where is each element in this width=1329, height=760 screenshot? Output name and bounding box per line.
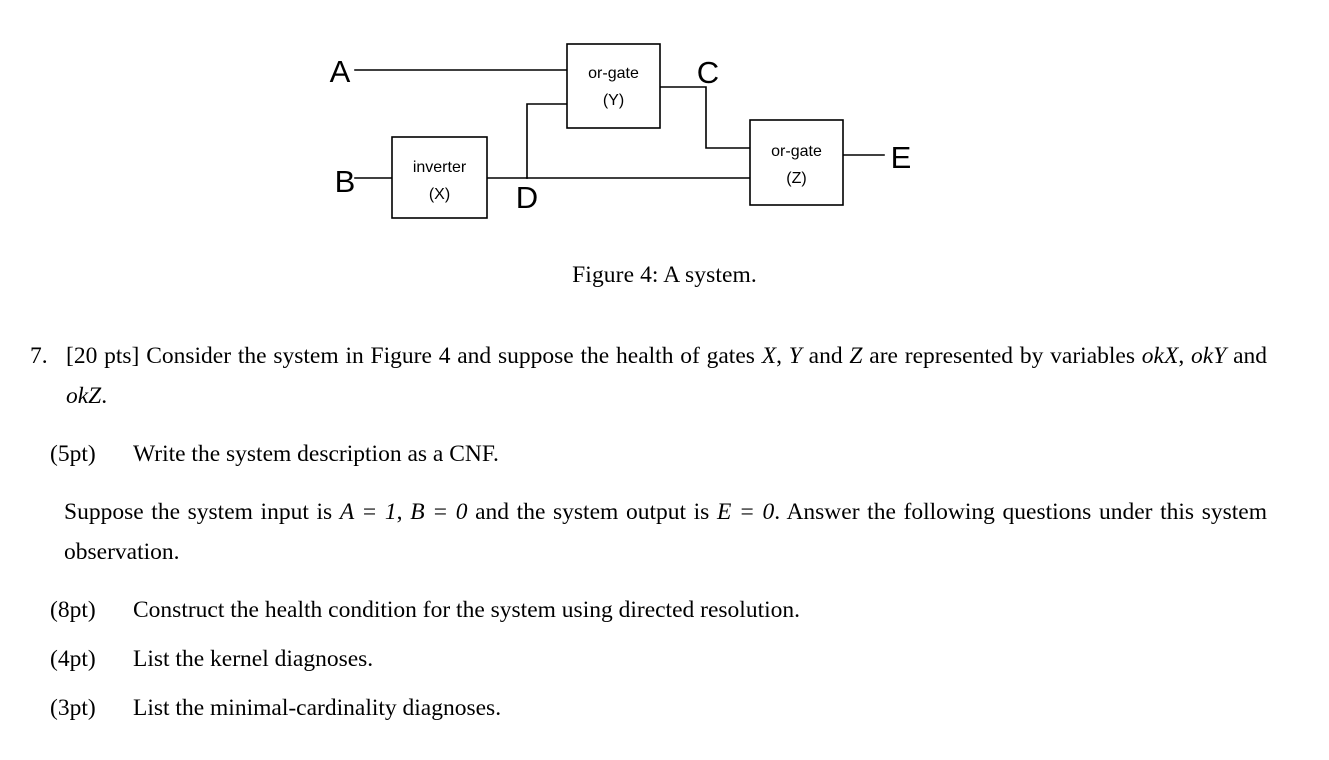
- part-text-8pt: Construct the health condition for the s…: [133, 597, 801, 623]
- part-text-4pt: List the kernel diagnoses.: [133, 646, 374, 672]
- figure-caption: Figure 4: A system.: [572, 262, 757, 288]
- gate-z-name-label: (Z): [786, 170, 806, 187]
- gate-box-z: [749, 119, 844, 206]
- gate-x-name-label: (X): [429, 186, 450, 203]
- part-points-5pt: (5pt): [50, 441, 96, 467]
- part-points-8pt: (8pt): [50, 597, 96, 623]
- gate-z-type-label: or-gate: [771, 143, 822, 160]
- node-label-d: D: [516, 180, 538, 215]
- gate-box-y: [566, 43, 661, 129]
- comma-1: ,: [776, 343, 789, 369]
- question-7: 7. [20 pts] Consider the system in Figur…: [0, 336, 1329, 416]
- observation-suffix: . Answer the following questions under t…: [64, 499, 1267, 565]
- gate-box-x: [391, 136, 488, 219]
- var-okx: okX: [1141, 343, 1179, 369]
- and-2: and: [1226, 343, 1268, 369]
- var-z: Z: [849, 343, 863, 369]
- part-text-3pt: List the minimal-cardinality diagnoses.: [133, 695, 502, 721]
- equation-a: A = 1: [339, 499, 397, 525]
- comma-2: ,: [1178, 343, 1192, 369]
- question-part-8pt: (8pt) Construct the health condition for…: [0, 590, 1329, 630]
- system-observation-paragraph: Suppose the system input is A = 1, B = 0…: [0, 492, 1329, 572]
- wire-y-to-z: [659, 86, 751, 149]
- question-points-tag: [20 pts]: [66, 343, 140, 369]
- question-leadin-part1: Consider the system in Figure 4 and supp…: [139, 343, 762, 369]
- question-7-text: [20 pts] Consider the system in Figure 4…: [30, 336, 1267, 416]
- part-text-5pt: Write the system description as a CNF.: [133, 441, 499, 467]
- gate-y-name-label: (Y): [603, 92, 624, 109]
- observation-prefix: Suppose the system input is: [64, 499, 340, 525]
- question-part-5pt: (5pt) Write the system description as a …: [0, 434, 1329, 474]
- question-part-4pt: (4pt) List the kernel diagnoses.: [0, 639, 1329, 679]
- node-label-e: E: [891, 140, 912, 175]
- question-leadin-end: .: [101, 383, 108, 409]
- gate-y-type-label: or-gate: [588, 65, 639, 82]
- circuit-diagram: or-gate (Y) inverter (X) or-gate (Z) A B…: [330, 43, 912, 219]
- node-label-c: C: [697, 55, 719, 90]
- question-part-3pt: (3pt) List the minimal-cardinality diagn…: [0, 688, 1329, 728]
- and-1: and: [801, 343, 850, 369]
- question-leadin-part2: are represented by variables: [862, 343, 1142, 369]
- part-points-4pt: (4pt): [50, 646, 96, 672]
- question-body: 7. [20 pts] Consider the system in Figur…: [0, 336, 1329, 728]
- observation-middle: and the system output is: [467, 499, 717, 525]
- wire-d-to-y: [526, 103, 568, 179]
- part-points-3pt: (3pt): [50, 695, 96, 721]
- var-y: Y: [788, 343, 802, 369]
- observation-sep1: ,: [396, 499, 411, 525]
- node-label-a: A: [330, 54, 351, 89]
- equation-e: E = 0: [716, 499, 775, 525]
- figure-4-block: or-gate (Y) inverter (X) or-gate (Z) A B…: [0, 0, 1329, 310]
- equation-b: B = 0: [410, 499, 468, 525]
- var-x: X: [761, 343, 777, 369]
- question-number: 7.: [30, 343, 48, 369]
- node-label-b: B: [335, 164, 356, 199]
- var-oky: okY: [1191, 343, 1227, 369]
- var-okz: okZ: [66, 383, 102, 409]
- gate-x-type-label: inverter: [413, 159, 467, 176]
